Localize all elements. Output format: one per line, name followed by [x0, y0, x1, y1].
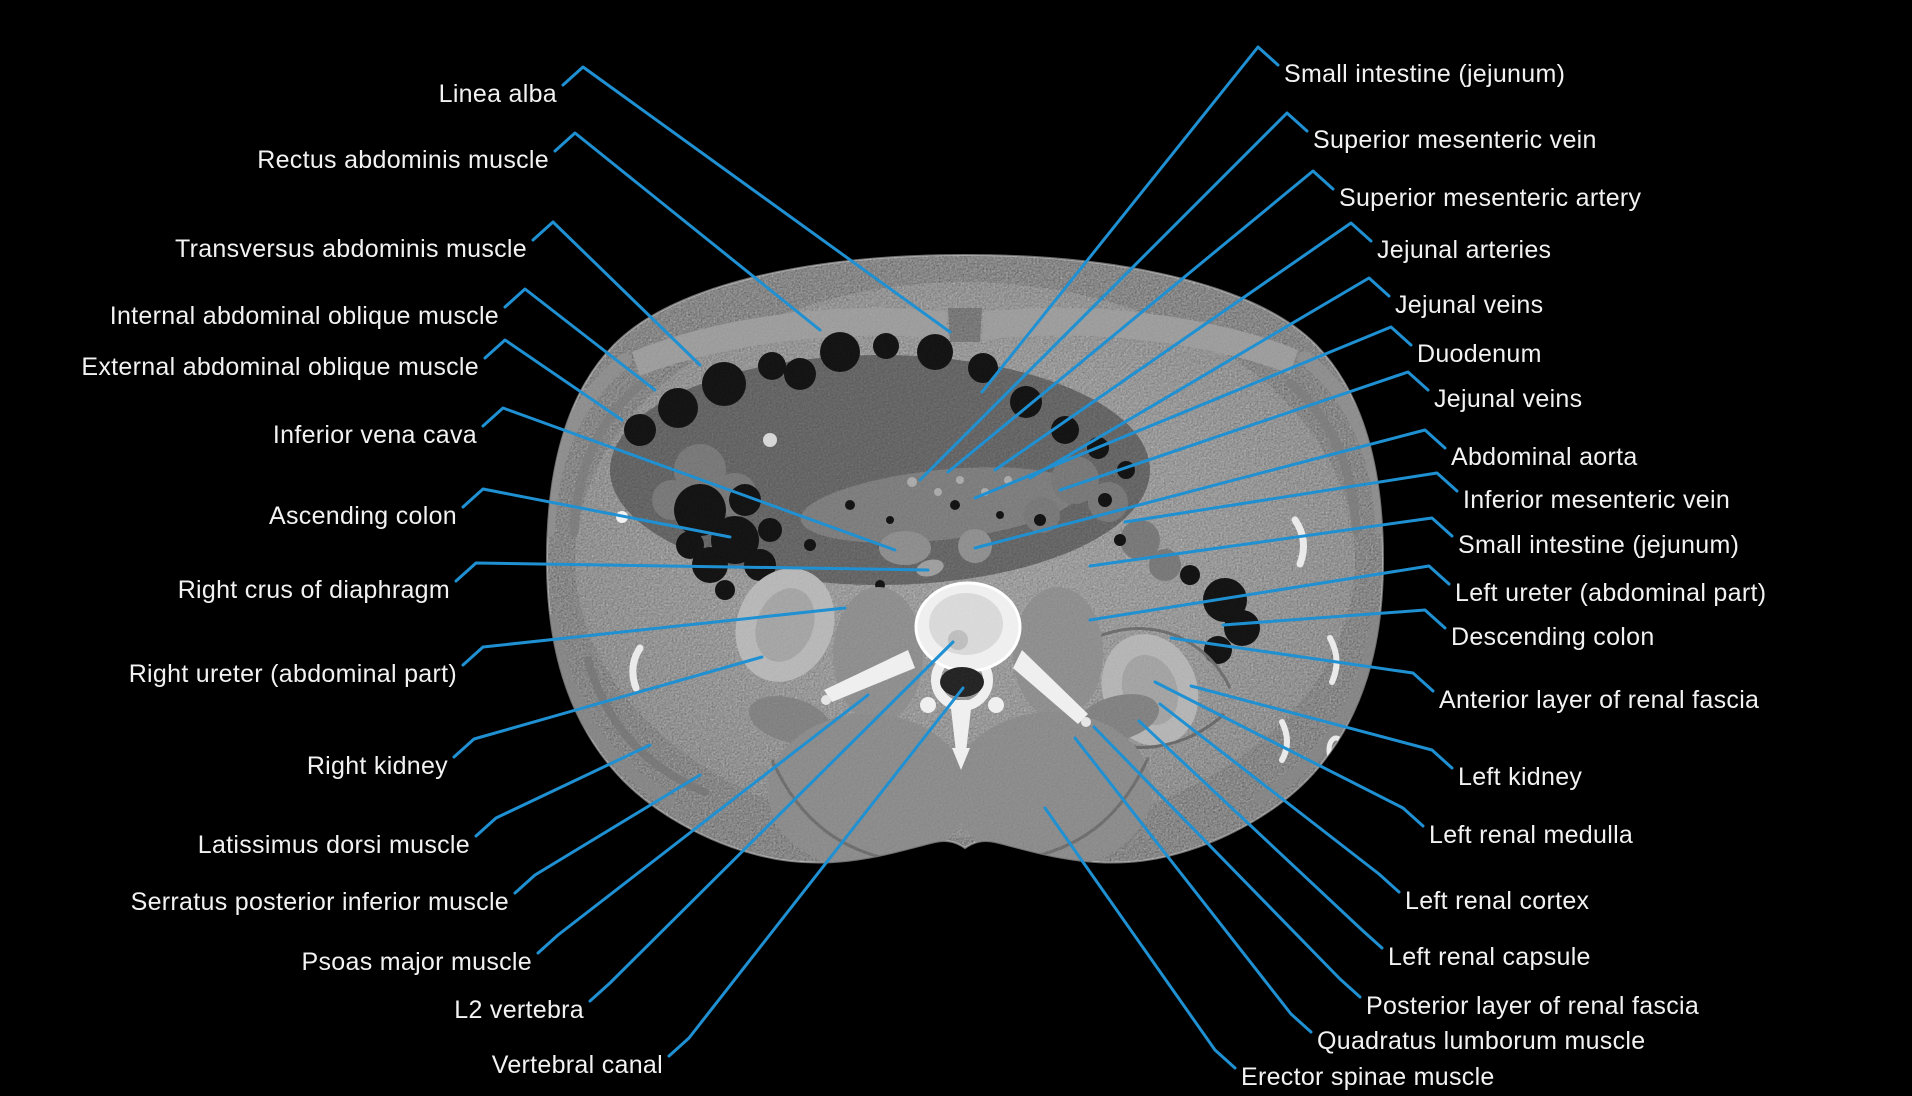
leader-line-ascending-colon — [461, 487, 732, 539]
leader-line-left-renal-medulla — [1153, 680, 1425, 828]
leader-line-erector-spinae-muscle — [1043, 806, 1237, 1070]
leader-line-left-renal-cortex — [1158, 702, 1401, 894]
leader-line-right-crus-of-diaphragm — [454, 561, 930, 583]
leader-line-l2-vertebra — [588, 640, 955, 1003]
leader-line-inferior-vena-cava — [481, 406, 897, 552]
leader-line-anterior-layer-of-renal-fascia — [1169, 636, 1435, 693]
leader-line-abdominal-aorta — [973, 428, 1447, 550]
leader-line-jejunal-arteries — [993, 221, 1373, 472]
leader-line-left-kidney — [1189, 684, 1454, 770]
leader-line-right-ureter-abdominal-part — [461, 606, 847, 667]
leader-line-psoas-major-muscle — [536, 693, 870, 955]
leader-line-small-intestine-jejunum — [980, 45, 1280, 394]
leader-line-posterior-layer-of-renal-fascia — [1092, 725, 1362, 999]
leader-line-descending-colon — [1221, 608, 1447, 630]
leader-line-left-ureter-abdominal-part — [1088, 564, 1451, 622]
leader-line-linea-alba — [561, 65, 952, 334]
leader-line-jejunal-veins — [1058, 370, 1430, 492]
leader-line-latissimus-dorsi-muscle — [474, 743, 652, 838]
leader-line-right-kidney — [452, 655, 764, 759]
leader-line-left-renal-capsule — [1137, 719, 1384, 950]
leader-line-internal-abdominal-oblique-muscle — [503, 287, 657, 392]
leader-line-superior-mesenteric-artery — [946, 169, 1335, 474]
leader-line-quadratus-lumborum-muscle — [1073, 736, 1313, 1034]
leader-line-inferior-mesenteric-vein — [1123, 471, 1459, 524]
leader-line-serratus-posterior-inferior-muscle — [513, 773, 702, 895]
leader-line-vertebral-canal — [667, 686, 965, 1058]
leader-line-jejunal-veins — [1028, 276, 1391, 480]
leader-line-superior-mesenteric-vein — [918, 111, 1309, 482]
leader-line-transversus-abdominis-muscle — [531, 220, 702, 367]
leader-line-small-intestine-jejunum — [1088, 516, 1454, 568]
leader-line-duodenum — [973, 325, 1413, 500]
leader-line-rectus-abdominis-muscle — [553, 131, 822, 332]
leader-line-external-abdominal-oblique-muscle — [483, 338, 624, 422]
